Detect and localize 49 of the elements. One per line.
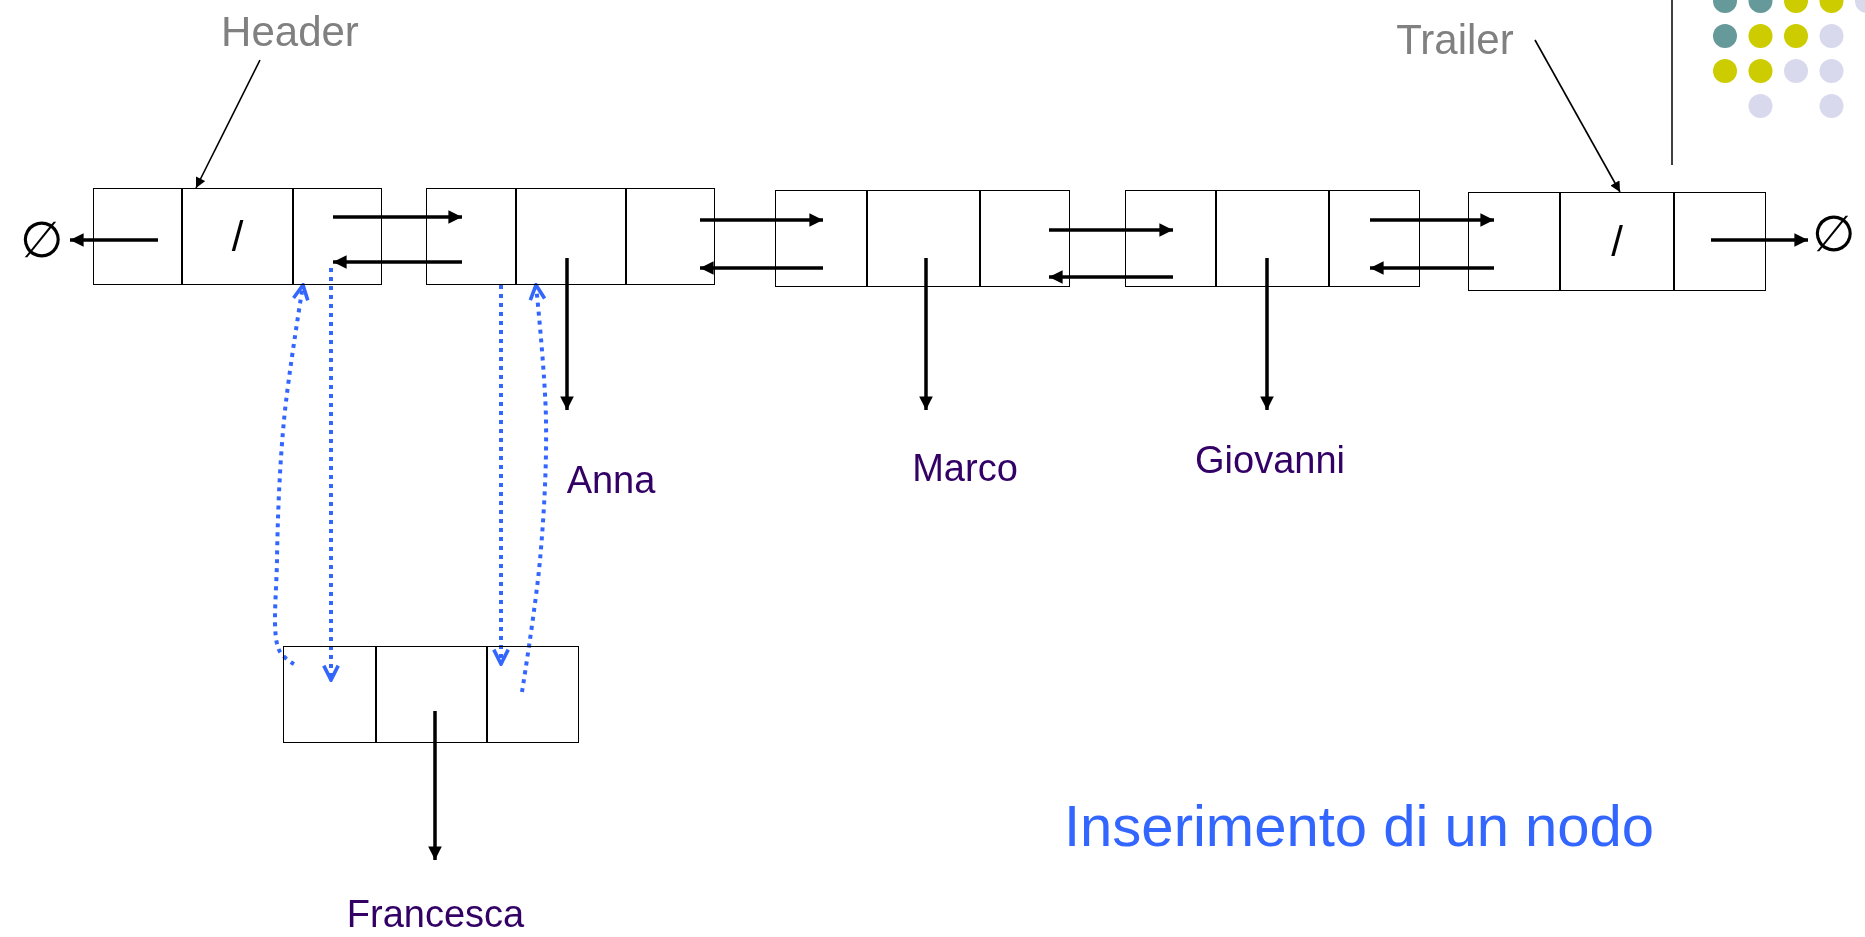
arrow (428, 711, 442, 860)
arrow (700, 213, 823, 227)
list-cell (979, 190, 1070, 287)
value-label: Giovanni (1170, 410, 1370, 482)
arrow (520, 283, 549, 693)
cell-text: / (1611, 217, 1623, 266)
arrow (560, 258, 574, 410)
slide-title: Inserimento di un nodo (1064, 792, 1655, 859)
arrow (492, 285, 510, 666)
list-cell (426, 188, 517, 285)
arrow (1049, 223, 1173, 237)
value-label: Marco (890, 410, 1040, 490)
arrow (70, 233, 158, 247)
list-cell (515, 188, 627, 285)
list-cell (1125, 190, 1217, 287)
caption-label: Trailer (1370, 12, 1540, 68)
list-cell (775, 190, 868, 287)
leader-line (1534, 39, 1621, 193)
arrow (333, 210, 462, 224)
null-symbol: ∅ (14, 212, 70, 268)
value-label: Anna (556, 410, 666, 502)
list-cell (283, 646, 377, 743)
arrow (273, 283, 310, 666)
list-cell (866, 190, 981, 287)
list-cell (1468, 192, 1561, 291)
list-cell (375, 646, 488, 743)
arrow (1370, 261, 1494, 275)
cell-text: / (231, 212, 244, 261)
arrow (333, 255, 462, 269)
arrow (919, 258, 933, 410)
arrow (1260, 258, 1274, 410)
list-cell (1559, 192, 1675, 291)
arrow (1370, 213, 1494, 227)
list-cell (625, 188, 715, 285)
arrow (1711, 233, 1808, 247)
list-cell (486, 646, 579, 743)
list-cell (181, 188, 294, 285)
value-label: Francesca (318, 860, 553, 936)
list-cell (93, 188, 183, 285)
caption-label: Header (190, 4, 390, 60)
list-cell (1328, 190, 1420, 287)
arrow (700, 261, 823, 275)
null-symbol: ∅ (1806, 206, 1862, 262)
arrow (1049, 270, 1173, 284)
leader-line (195, 59, 261, 189)
list-cell (1673, 192, 1766, 291)
list-cell (1215, 190, 1330, 287)
list-cell (292, 188, 382, 285)
arrow (322, 268, 340, 682)
